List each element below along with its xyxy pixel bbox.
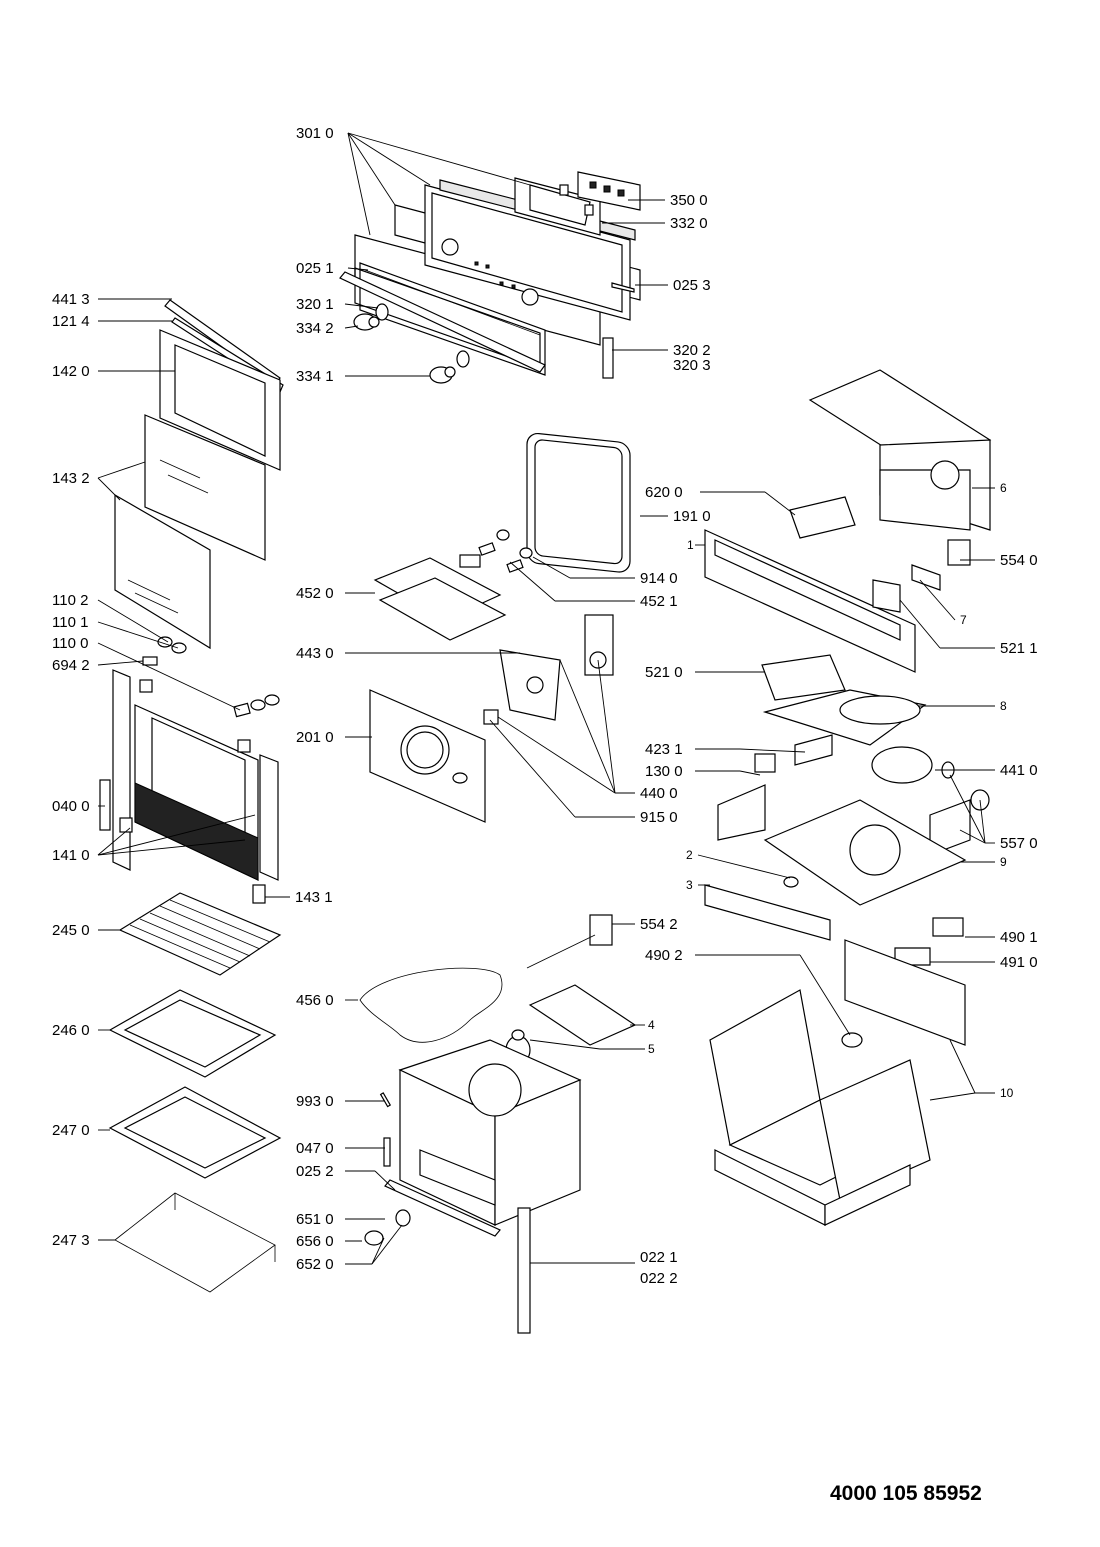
label-130-0: 130 0	[645, 763, 683, 780]
control-panel-assembly	[339, 171, 641, 384]
label-110-0: 110 0	[52, 635, 88, 652]
label-521-0: 521 0	[645, 664, 683, 681]
label-3: 3	[686, 878, 693, 892]
racks-and-trays	[108, 892, 282, 1293]
label-245-0: 245 0	[52, 922, 90, 939]
label-334-2: 334 2	[296, 320, 334, 337]
label-456-0: 456 0	[296, 992, 334, 1009]
label-022-2: 022 2	[640, 1270, 678, 1287]
label-320-3: 320 3	[673, 357, 711, 374]
label-452-0: 452 0	[296, 585, 334, 602]
label-521-1: 521 1	[1000, 640, 1038, 657]
label-423-1: 423 1	[645, 741, 683, 758]
label-143-2: 143 2	[52, 470, 90, 487]
label-694-2: 694 2	[52, 657, 90, 674]
label-554-2: 554 2	[640, 916, 678, 933]
label-452-1: 452 1	[640, 593, 678, 610]
label-5: 5	[648, 1042, 655, 1056]
label-247-3: 247 3	[52, 1232, 90, 1249]
door-assembly	[99, 299, 284, 904]
label-2: 2	[686, 848, 693, 862]
label-201-0: 201 0	[296, 729, 334, 746]
label-191-0: 191 0	[673, 508, 711, 525]
label-915-0: 915 0	[640, 809, 678, 826]
label-656-0: 656 0	[296, 1233, 334, 1250]
label-047-0: 047 0	[296, 1140, 334, 1157]
label-491-0: 491 0	[1000, 954, 1038, 971]
label-441-0: 441 0	[1000, 762, 1038, 779]
label-320-1: 320 1	[296, 296, 334, 313]
label-440-0: 440 0	[640, 785, 678, 802]
part-labels: 301 0 350 0 332 0 025 1 025 3 441 3 121 …	[52, 125, 1038, 1287]
label-025-1: 025 1	[296, 260, 334, 277]
label-1: 1	[687, 538, 694, 552]
label-143-1: 143 1	[295, 889, 333, 906]
label-4: 4	[648, 1018, 655, 1032]
label-025-3: 025 3	[673, 277, 711, 294]
label-490-1: 490 1	[1000, 929, 1038, 946]
label-332-0: 332 0	[670, 215, 708, 232]
label-121-4: 121 4	[52, 313, 90, 330]
label-10: 10	[1000, 1086, 1014, 1100]
label-142-0: 142 0	[52, 363, 90, 380]
label-246-0: 246 0	[52, 1022, 90, 1039]
label-022-1: 022 1	[640, 1249, 678, 1266]
label-490-2: 490 2	[645, 947, 683, 964]
label-025-2: 025 2	[296, 1163, 334, 1180]
label-914-0: 914 0	[640, 570, 678, 587]
label-554-0: 554 0	[1000, 552, 1038, 569]
document-number: 4000 105 85952	[830, 1482, 982, 1505]
label-320-2: 320 2	[673, 342, 711, 359]
label-620-0: 620 0	[645, 484, 683, 501]
center-components	[359, 432, 637, 1334]
label-6: 6	[1000, 481, 1007, 495]
right-components	[704, 369, 992, 1226]
leader-lines	[97, 132, 995, 1265]
label-652-0: 652 0	[296, 1256, 334, 1273]
label-651-0: 651 0	[296, 1211, 334, 1228]
label-247-0: 247 0	[52, 1122, 90, 1139]
label-301-0: 301 0	[296, 125, 334, 142]
label-443-0: 443 0	[296, 645, 334, 662]
label-7: 7	[960, 613, 967, 627]
label-9: 9	[1000, 855, 1007, 869]
label-040-0: 040 0	[52, 798, 90, 815]
label-334-1: 334 1	[296, 368, 334, 385]
label-993-0: 993 0	[296, 1093, 334, 1110]
label-557-0: 557 0	[1000, 835, 1038, 852]
label-110-1: 110 1	[52, 614, 88, 631]
label-350-0: 350 0	[670, 192, 708, 209]
label-141-0: 141 0	[52, 847, 90, 864]
label-110-2: 110 2	[52, 592, 88, 609]
label-8: 8	[1000, 699, 1007, 713]
label-441-3: 441 3	[52, 291, 90, 308]
